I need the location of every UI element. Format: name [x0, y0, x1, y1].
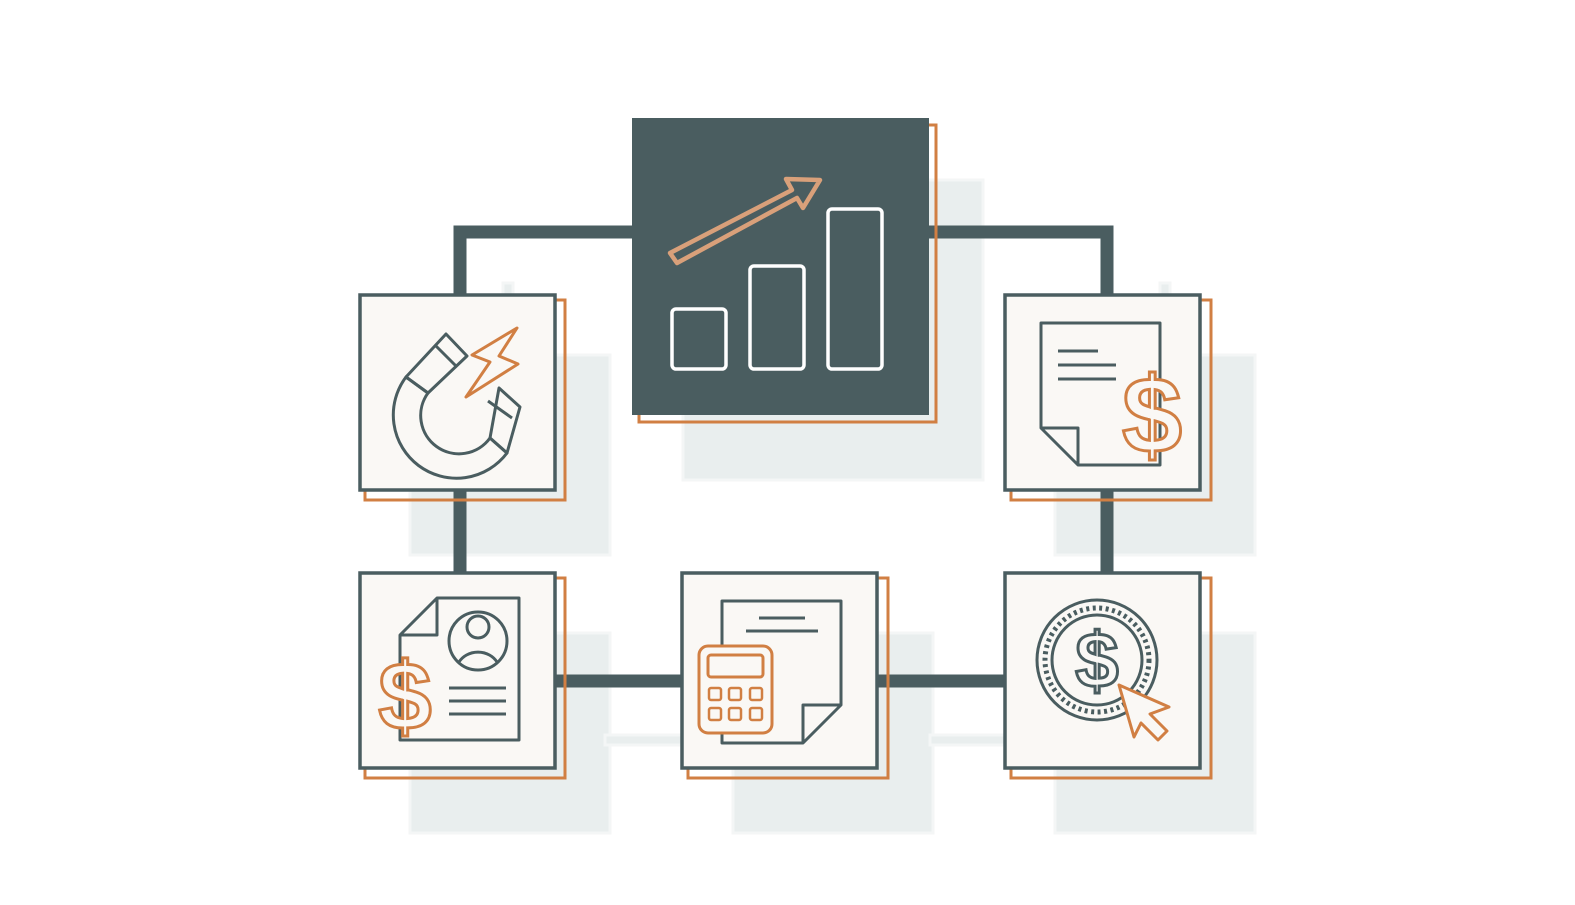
lightning-bolt — [464, 326, 520, 399]
magnet-right-tip — [487, 399, 513, 420]
calculator-key — [727, 686, 743, 702]
magnet-body — [391, 375, 509, 480]
document-fold — [801, 703, 841, 743]
profile-shoulders — [457, 650, 499, 663]
bar-large — [826, 207, 884, 371]
center-node — [632, 118, 938, 424]
calculator-body — [697, 644, 774, 735]
calculator-screen — [706, 653, 765, 679]
node-card — [358, 293, 557, 492]
node-magnet — [358, 293, 567, 502]
node-coin-click: $ — [1003, 571, 1213, 780]
calculator-document-icon — [697, 599, 843, 745]
calculator-key — [748, 686, 764, 702]
connector-top-left — [453, 225, 640, 300]
dollar-sign-icon: $ — [378, 643, 431, 750]
node-card — [358, 571, 557, 770]
node-invoice: $ — [1003, 293, 1213, 502]
node-profile-document: $ — [358, 571, 567, 780]
invoice-fold — [1041, 426, 1080, 465]
calculator-key — [707, 706, 723, 722]
coin-ridge — [1042, 605, 1152, 715]
calculator-key — [748, 706, 764, 722]
coin-click-icon: $ — [1035, 598, 1171, 742]
node-calculator — [680, 571, 890, 780]
node-card — [1003, 293, 1202, 492]
magnet-lightning-icon — [391, 326, 522, 480]
magnet-left-tip — [434, 344, 459, 369]
coin-outer — [1035, 598, 1159, 722]
coin-inner — [1050, 613, 1144, 707]
dollar-sign-icon: $ — [1122, 354, 1182, 475]
calculator-keys — [707, 686, 764, 722]
connector-lines — [453, 225, 1114, 688]
magnet-left-arm — [404, 332, 469, 395]
profile-circle — [447, 610, 509, 672]
cursor-arrow-icon — [1117, 683, 1171, 742]
connector-top-right — [925, 225, 1114, 300]
growth-arrow — [667, 176, 823, 266]
dollar-sign-icon: $ — [1075, 616, 1118, 704]
bar-small — [670, 307, 728, 371]
growth-chart-icon — [667, 176, 884, 371]
magnet-right-arm — [488, 386, 522, 455]
calculator-key — [727, 706, 743, 722]
calculator-key — [707, 686, 723, 702]
document-page — [398, 596, 521, 742]
document-fold — [400, 598, 439, 637]
bar-medium — [748, 264, 806, 371]
profile-document-dollar-icon: $ — [377, 596, 521, 752]
profile-head — [465, 614, 491, 640]
invoice-page — [1039, 321, 1162, 467]
invoice-dollar-icon: $ — [1039, 321, 1184, 477]
